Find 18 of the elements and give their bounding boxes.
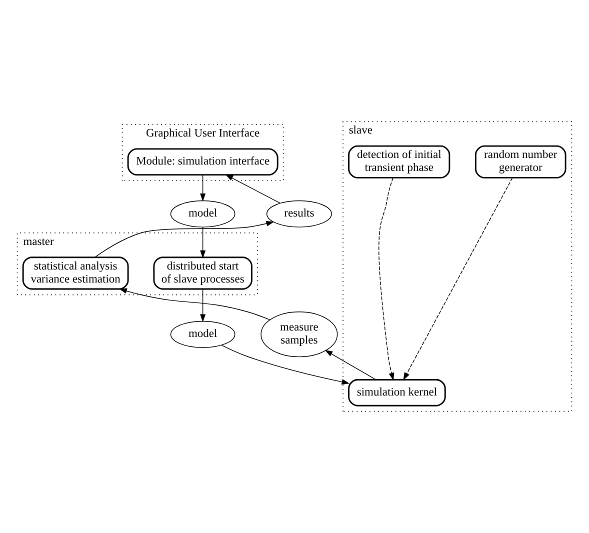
arrow [221,344,350,385]
node-box: Module: simulation interface [127,148,278,176]
node-box: simulation kernel [348,379,446,406]
arrow [200,174,206,202]
node-box: detection of initial transient phase [348,145,450,178]
arrow [118,288,270,320]
arrow [200,226,206,258]
node-box: distributed start of slave processes [153,256,252,290]
arrow [94,220,274,258]
arrow [200,288,206,322]
arrow [324,350,376,380]
arrow [225,174,280,204]
node-ellipse: model [170,320,236,348]
node-box: statistical analysis variance estimation [22,256,129,290]
arrow [403,177,513,380]
node-ellipse: model [170,200,236,228]
arrow [378,177,394,381]
node-box: random number generator [474,145,566,178]
